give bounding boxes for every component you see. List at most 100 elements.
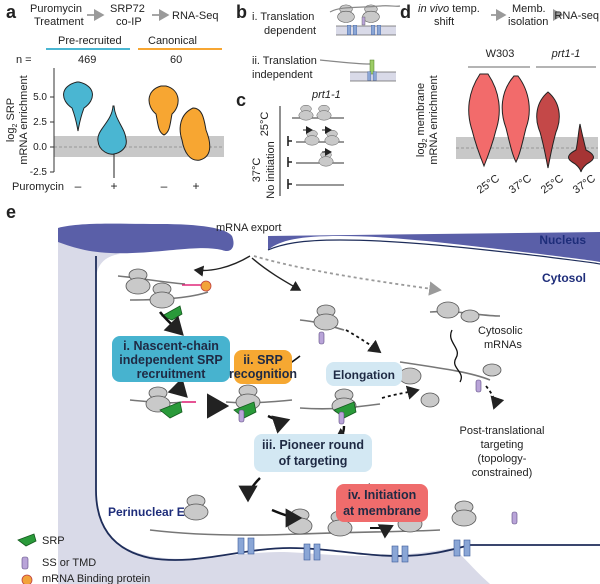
b-item1-line2: dependent [264, 25, 316, 37]
a-ylabel: log2 SRP mRNA enrichment [5, 75, 30, 164]
puromycin-row-label: Puromycin [12, 181, 64, 193]
panel-a: a Puromycin Treatment SRP72 co-IP RNA-Se… [5, 2, 224, 193]
violin-pre-minus [63, 81, 93, 132]
step2-line1: ii. SRP [243, 353, 283, 367]
cytosolic-line2: mRNAs [484, 339, 522, 351]
b-item2-line2: independent [252, 69, 313, 81]
violin-prt-37 [568, 123, 594, 173]
e-er-label: Perinuclear ER [108, 505, 194, 519]
c-block-marks [287, 136, 292, 189]
c-illustration [292, 117, 344, 186]
puro-mark-3: – [161, 179, 168, 193]
legend-ss-label: SS or TMD [42, 557, 96, 569]
d-group-prt: prt1-1 [551, 48, 581, 60]
step3-box: iii. Pioneer round of targeting [254, 434, 372, 472]
step1-line2: independent SRP [119, 353, 222, 367]
panel-b-letter: b [236, 2, 247, 22]
step3-line2: of targeting [279, 454, 348, 468]
step1-box: i. Nascent-chain independent SRP recruit… [112, 336, 230, 382]
group-pre-label: Pre-recruited [58, 35, 122, 47]
d-xlabel-4: 37°C [571, 172, 598, 196]
violin-pre-plus [97, 105, 127, 155]
e-signal-sequences [21, 331, 518, 570]
step1-line1: i. Nascent-chain [123, 339, 219, 353]
legend-srp-label: SRP [42, 535, 65, 547]
panel-d-letter: d [400, 2, 411, 22]
elongation-label: Elongation [333, 368, 395, 382]
svg-text:mRNA enrichment: mRNA enrichment [18, 75, 30, 164]
post-line1: Post-translational [460, 425, 545, 437]
puro-mark-4: + [192, 179, 199, 193]
violin-can-plus [179, 107, 211, 161]
d-xlabel-1: 25°C [475, 172, 502, 196]
e-ribosomes [125, 268, 502, 537]
step2-line2: recognition [229, 367, 297, 381]
b-dependent-illustration [329, 4, 401, 36]
violin-can-minus [148, 85, 179, 136]
a-ytick-2.5: 2.5 [33, 117, 47, 128]
group-canonical-label: Canonical [148, 35, 197, 47]
c-arrows [303, 126, 332, 156]
e-mbp [200, 280, 212, 292]
puro-mark-1: – [75, 179, 82, 193]
c-no-initiation: No initiation [265, 141, 277, 198]
flow-a-step1-line2: Treatment [34, 16, 84, 28]
b-independent-illustration [319, 59, 396, 82]
panel-e-letter: e [6, 202, 16, 222]
flow-d-step2-line1: Memb. [512, 3, 546, 15]
svg-text:log2 membrane: log2 membrane [415, 83, 429, 157]
step2-box: ii. SRP recognition [229, 350, 297, 384]
svg-text:log2 SRP: log2 SRP [5, 98, 19, 142]
elongation-box: Elongation [326, 362, 402, 386]
step4-box: iv. Initiation at membrane [336, 484, 428, 522]
violin-w303-25 [468, 73, 500, 168]
nucleus-envelope-left [58, 223, 234, 254]
panel-e: e mRNA export Nucleus Cytosol Perinuclea… [6, 202, 600, 584]
flow-a-step1-line1: Puromycin [30, 3, 82, 15]
a-ytick-0: 0.0 [33, 142, 47, 153]
b-item2-line1: ii. Translation [252, 55, 317, 67]
step4-line2: at membrane [343, 504, 421, 518]
e-cytosol-label: Cytosol [542, 271, 586, 285]
e-export-arrows [193, 255, 442, 296]
flow-d-step1-line2: shift [434, 16, 454, 28]
panel-b: b i. Translation dependent ii. Translati… [236, 2, 401, 82]
e-cytosolic-mrna-squiggle [450, 329, 462, 383]
step3-line1: iii. Pioneer round [262, 438, 364, 452]
post-line3: (topology- [478, 453, 527, 465]
a-ytick-5: 5.0 [33, 92, 47, 103]
d-group-w303: W303 [486, 48, 515, 60]
d-ylabel: log2 membrane mRNA enrichment [415, 75, 440, 164]
svg-text:mRNA enrichment: mRNA enrichment [428, 75, 440, 164]
post-line2: targeting [481, 439, 524, 451]
c-temp-25: 25°C [259, 112, 271, 137]
flow-d-step2-line2: isolation [508, 16, 548, 28]
n-pre-value: 469 [78, 54, 96, 66]
puro-mark-2: + [110, 179, 117, 193]
panel-d: d in vivo temp. shift Memb. isolation RN… [400, 2, 599, 196]
violin-w303-37 [501, 75, 530, 164]
step4-line1: iv. Initiation [348, 488, 417, 502]
e-nucleus-label: Nucleus [539, 233, 586, 247]
nucleus-envelope-edge [267, 239, 600, 265]
d-xlabel-2: 37°C [507, 172, 534, 196]
flow-a-step2-line1: SRP72 [110, 3, 145, 15]
step1-line3: recruitment [137, 367, 207, 381]
post-line4: constrained) [472, 467, 533, 479]
e-dotted-arrows [345, 329, 505, 410]
flow-a-step2-line2: co-IP [116, 16, 142, 28]
legend-mbp-icon [21, 574, 33, 584]
a-noise-band [54, 136, 224, 157]
c-strain-label: prt1-1 [311, 89, 341, 101]
flow-d-step3: RNA-seq [554, 10, 599, 22]
nucleus-envelope-right [268, 232, 600, 262]
e-mrna-export: mRNA export [216, 222, 281, 234]
c-ribosomes [298, 104, 340, 167]
n-canonical-value: 60 [170, 54, 182, 66]
d-xlabel-3: 25°C [539, 172, 566, 196]
panel-a-letter: a [6, 2, 17, 22]
a-ytick--2.5: -2.5 [30, 167, 48, 178]
flow-d-step1-line1: in vivo temp. [418, 3, 480, 15]
violin-prt-25 [536, 91, 560, 169]
